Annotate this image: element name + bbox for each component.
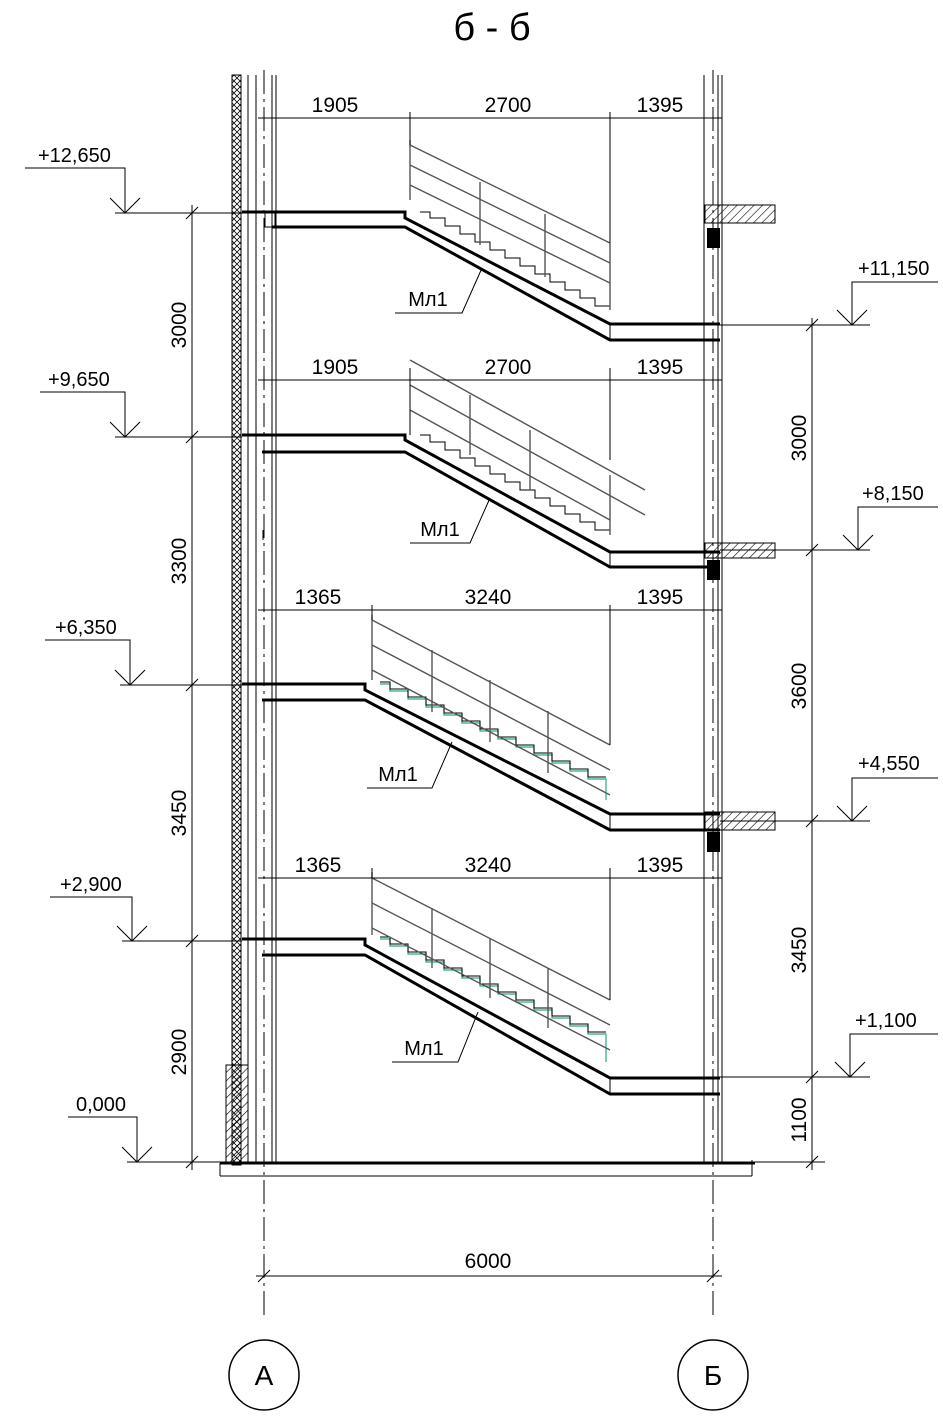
stair-label-2: Мл1 bbox=[420, 519, 459, 541]
flight-3-run-dim: 3240 bbox=[465, 586, 512, 609]
stair-flight-4 bbox=[242, 868, 720, 1096]
flight-dimension-lines bbox=[258, 117, 722, 879]
height-right-4: 1100 bbox=[788, 1097, 811, 1142]
ground-slab bbox=[219, 1160, 755, 1177]
flight-3-landing-dim: 1365 bbox=[295, 586, 342, 609]
stair-flight-3 bbox=[242, 605, 720, 832]
height-left-3: 3450 bbox=[168, 790, 191, 837]
axis-bubble-b: Б bbox=[677, 1339, 749, 1411]
flight-4-run-dim: 3240 bbox=[465, 854, 512, 877]
height-right-2: 3600 bbox=[788, 663, 811, 710]
left-height-chain bbox=[185, 205, 199, 1170]
flight-4-end-dim: 1395 bbox=[637, 854, 684, 877]
section-title: б - б bbox=[453, 7, 530, 49]
stair-flight-1 bbox=[242, 112, 720, 342]
flight-2-end-dim: 1395 bbox=[637, 356, 684, 379]
right-elevation-markers bbox=[720, 281, 938, 1078]
stair-label-leaders bbox=[367, 267, 491, 1063]
flight-2-run-dim: 2700 bbox=[485, 356, 532, 379]
elev-left-4: +2,900 bbox=[60, 874, 122, 896]
axis-bubble-a: А bbox=[228, 1339, 300, 1411]
elev-right-3: +4,550 bbox=[858, 753, 920, 775]
elev-left-5: 0,000 bbox=[76, 1094, 126, 1116]
flight-4-landing-dim: 1365 bbox=[295, 854, 342, 877]
height-left-1: 3000 bbox=[168, 302, 191, 349]
flight-3-end-dim: 1395 bbox=[637, 586, 684, 609]
height-right-3: 3450 bbox=[788, 927, 811, 974]
left-elevation-markers bbox=[25, 167, 242, 1163]
right-wall bbox=[703, 75, 776, 1163]
elev-left-1: +12,650 bbox=[38, 145, 111, 167]
height-left-4: 2900 bbox=[168, 1029, 191, 1076]
elev-right-2: +8,150 bbox=[862, 483, 924, 505]
flight-1-run-dim: 2700 bbox=[485, 94, 532, 117]
flight-2-landing-dim: 1905 bbox=[312, 356, 359, 379]
elev-left-2: +9,650 bbox=[48, 369, 110, 391]
elev-right-1: +11,150 bbox=[858, 258, 929, 280]
right-height-chain bbox=[755, 318, 825, 1170]
height-left-2: 3300 bbox=[168, 538, 191, 585]
stair-label-1: Мл1 bbox=[408, 289, 447, 311]
flight-1-end-dim: 1395 bbox=[637, 94, 684, 117]
overall-width-text: 6000 bbox=[465, 1250, 512, 1273]
stair-flight-2 bbox=[242, 359, 720, 569]
left-wall bbox=[225, 74, 277, 1166]
elev-right-4: +1,100 bbox=[855, 1010, 917, 1032]
elev-left-3: +6,350 bbox=[55, 617, 117, 639]
height-right-1: 3000 bbox=[788, 415, 811, 462]
axis-label-b: Б bbox=[704, 1360, 722, 1391]
flight-1-landing-dim: 1905 bbox=[312, 94, 359, 117]
stair-label-3: Мл1 bbox=[378, 764, 417, 786]
axis-label-a: А bbox=[255, 1360, 274, 1391]
overall-width-dimension bbox=[256, 1269, 722, 1283]
stair-label-4: Мл1 bbox=[404, 1038, 443, 1060]
